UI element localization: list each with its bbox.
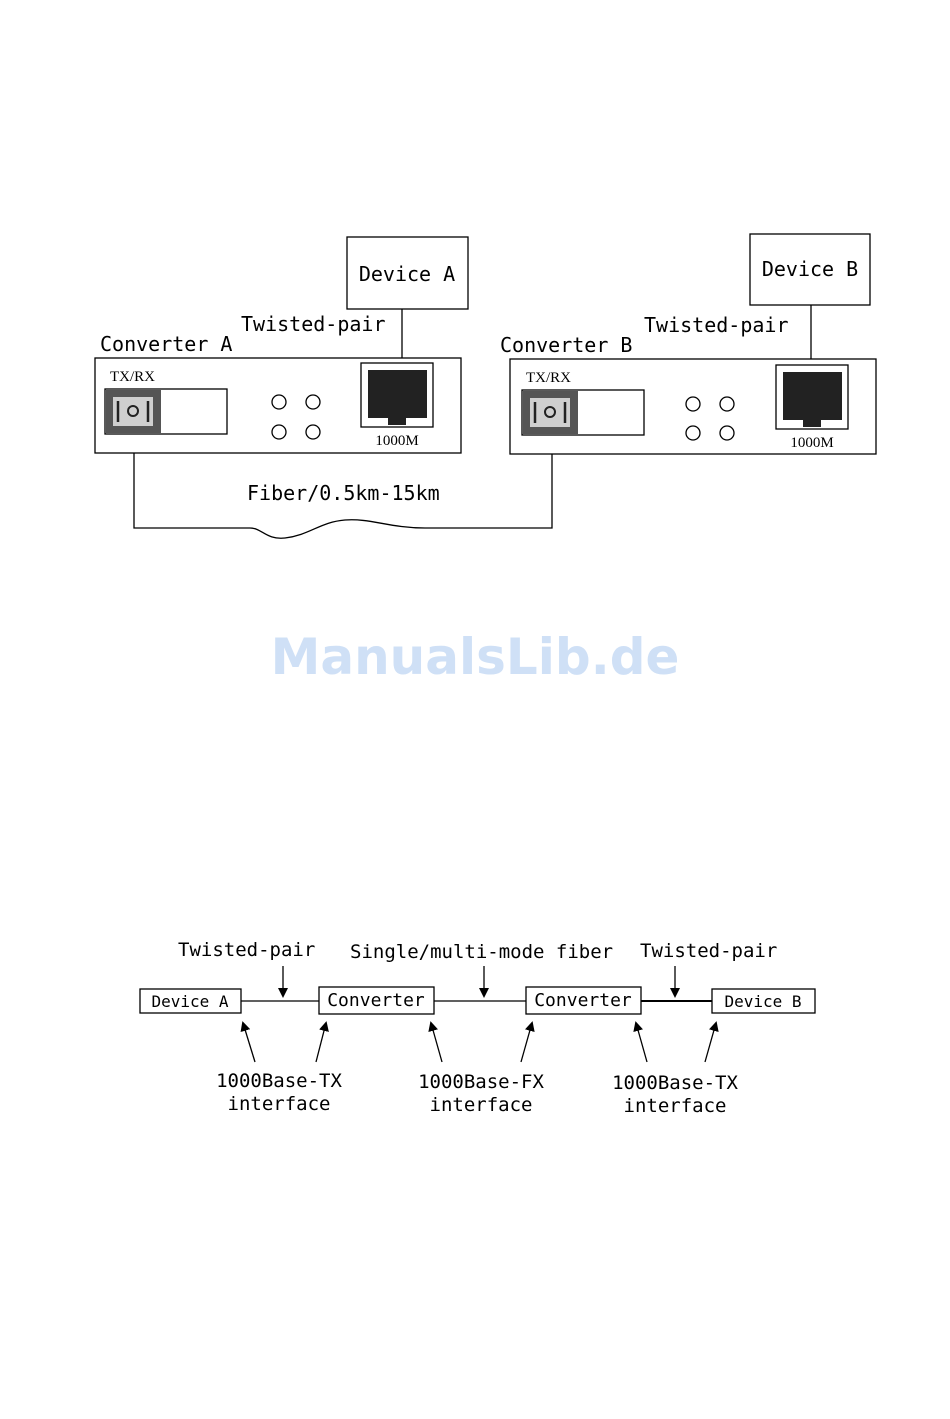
rj45-jack-icon-a xyxy=(368,370,427,425)
rj45-label-a: 1000M xyxy=(375,433,418,449)
fiber-core-icon-b xyxy=(545,407,555,417)
twisted-pair-label-right: Twisted-pair xyxy=(640,940,777,962)
converter-label-right: Converter xyxy=(534,990,632,1011)
up-arrow-icon xyxy=(243,1023,255,1062)
interface-mid-line2: interface xyxy=(430,1094,533,1116)
up-arrow-icon xyxy=(705,1023,716,1062)
up-arrow-icon xyxy=(431,1023,442,1062)
led-icon xyxy=(272,395,286,409)
converter-b-label: Converter B xyxy=(500,333,632,357)
fiber-core-icon-a xyxy=(128,406,138,416)
twisted-pair-label-left: Twisted-pair xyxy=(178,939,315,961)
bottom-diagram: Twisted-pair Single/multi-mode fiber Twi… xyxy=(140,939,815,1117)
twisted-pair-label-a: Twisted-pair xyxy=(241,312,386,336)
rj45-label-b: 1000M xyxy=(790,435,833,451)
top-diagram: Device A Twisted-pair Converter A TX/RX … xyxy=(95,234,876,538)
led-icon xyxy=(720,426,734,440)
led-icon xyxy=(306,425,320,439)
up-arrow-icon xyxy=(636,1023,647,1062)
interface-right-line1: 1000Base-TX xyxy=(612,1072,738,1094)
device-b-label-small: Device B xyxy=(724,992,801,1011)
up-arrow-icon xyxy=(316,1023,326,1062)
fiber-type-label: Single/multi-mode fiber xyxy=(350,941,613,963)
led-icon xyxy=(686,426,700,440)
twisted-pair-label-b: Twisted-pair xyxy=(644,313,789,337)
converter-label-left: Converter xyxy=(327,990,425,1011)
port-label-b: TX/RX xyxy=(526,370,571,386)
interface-left-line2: interface xyxy=(228,1093,331,1115)
led-icon xyxy=(306,395,320,409)
device-a-label-small: Device A xyxy=(151,992,228,1011)
interface-left-line1: 1000Base-TX xyxy=(216,1070,342,1092)
interface-right-line2: interface xyxy=(624,1095,727,1117)
port-label-a: TX/RX xyxy=(110,369,155,385)
led-icon xyxy=(272,425,286,439)
led-icon xyxy=(686,397,700,411)
led-icon xyxy=(720,397,734,411)
converter-a-label: Converter A xyxy=(100,332,232,356)
device-b-label: Device B xyxy=(762,257,858,281)
interface-mid-line1: 1000Base-FX xyxy=(418,1071,544,1093)
fiber-length-label: Fiber/0.5km-15km xyxy=(247,481,440,505)
rj45-jack-icon-b xyxy=(783,372,842,427)
watermark: ManualsLib.de xyxy=(0,628,950,686)
device-a-label: Device A xyxy=(359,262,455,286)
up-arrow-icon xyxy=(521,1023,532,1062)
